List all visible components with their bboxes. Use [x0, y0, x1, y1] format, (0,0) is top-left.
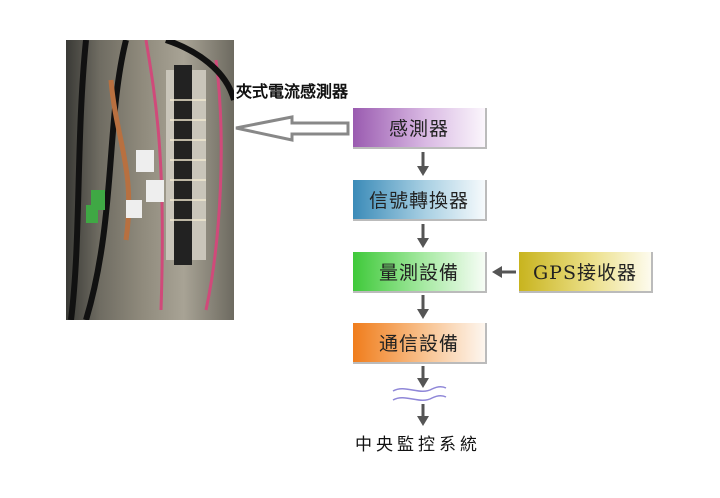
arrow-down-1: [417, 152, 429, 176]
sensor-box: 感測器: [353, 108, 487, 149]
clamp-current-sensor-photo: [66, 40, 234, 320]
wireless-wave-icon: [392, 385, 447, 402]
arrow-down-4: [417, 366, 429, 388]
hollow-arrow-to-photo: [235, 115, 350, 142]
photo-label: 夾式電流感測器: [236, 82, 349, 101]
sensor-label: 感測器: [388, 118, 449, 140]
arrow-down-3: [417, 295, 429, 319]
arrow-down-5: [417, 404, 429, 426]
arrow-down-2: [417, 224, 429, 248]
communication-box: 通信設備: [353, 323, 487, 364]
measurement-label: 量測設備: [378, 262, 459, 284]
gps-box: GPS接收器: [519, 252, 653, 293]
arrow-left-gps: [492, 266, 516, 278]
communication-label: 通信設備: [378, 333, 459, 355]
converter-box: 信號轉換器: [353, 180, 487, 221]
central-monitoring-system-label: 中央監控系統: [355, 435, 481, 455]
gps-label: GPS接收器: [533, 262, 637, 284]
converter-label: 信號轉換器: [368, 190, 469, 212]
wiring-illustration: [68, 40, 234, 320]
measurement-box: 量測設備: [353, 252, 487, 293]
